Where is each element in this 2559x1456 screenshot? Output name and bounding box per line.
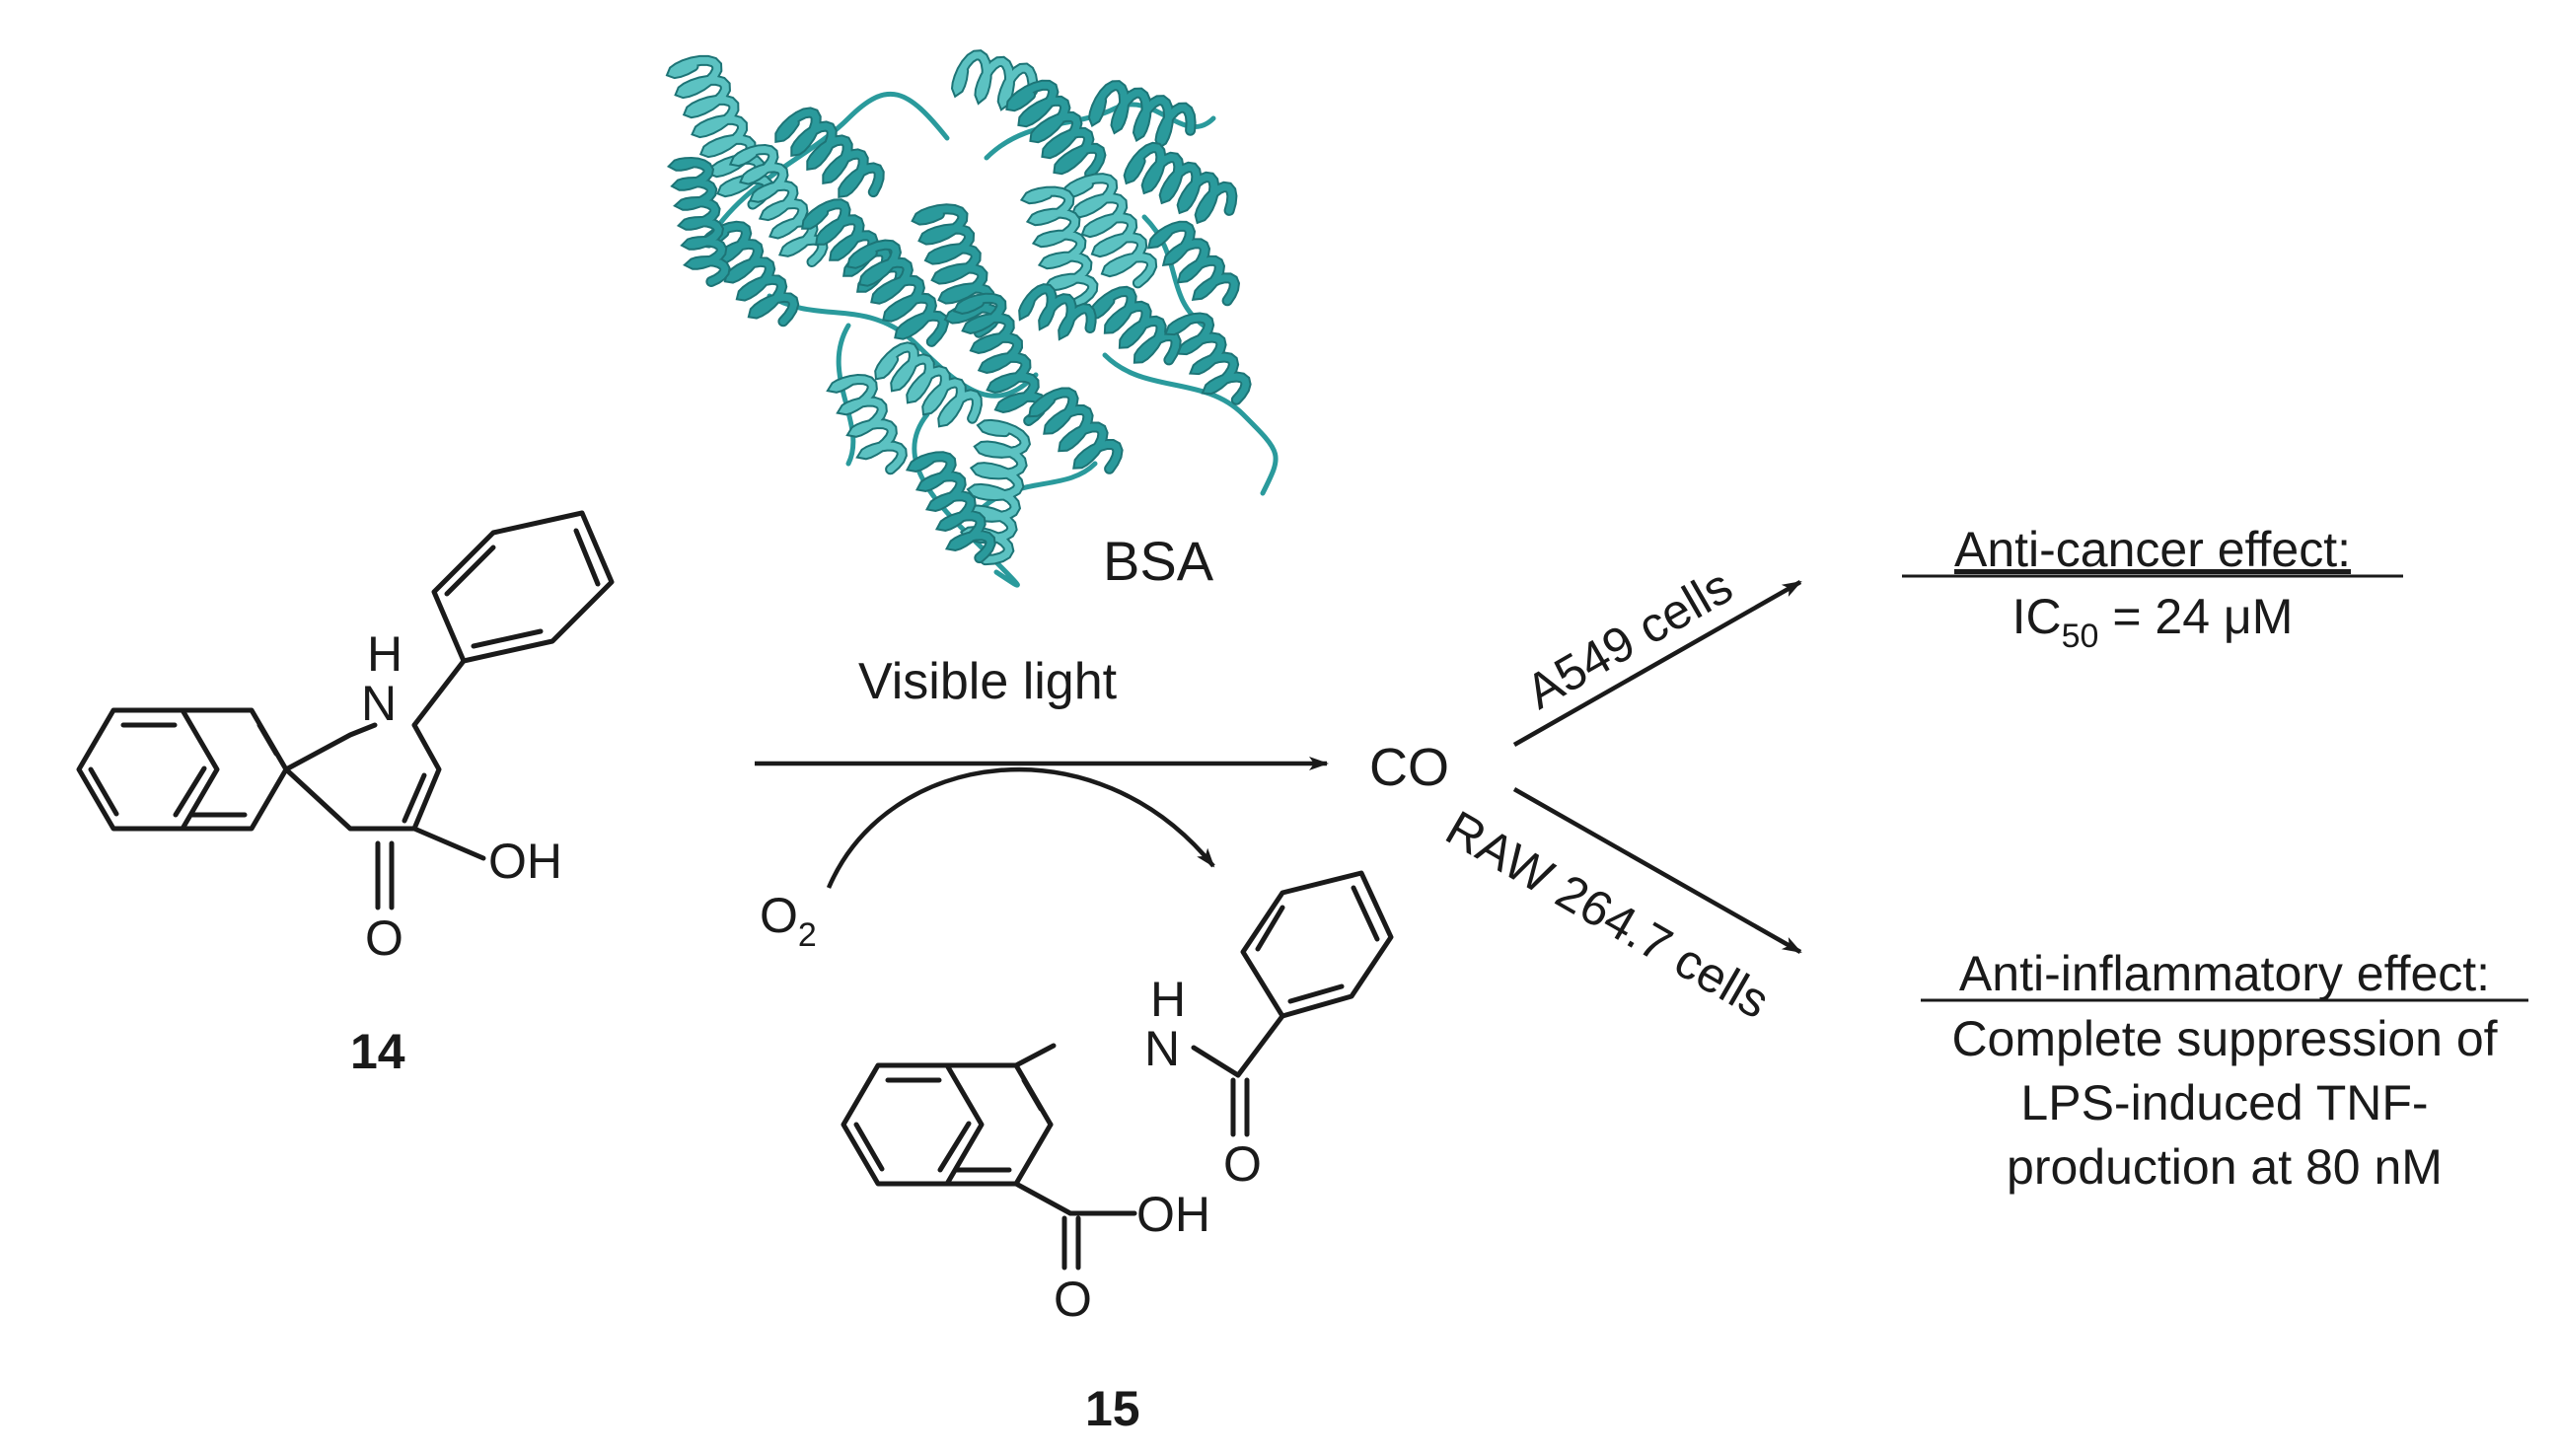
bond-ring-a <box>76 707 220 832</box>
bond-ring-b <box>180 707 289 832</box>
antiinflammatory-effect-title: Anti-inflammatory effect: <box>1959 946 2490 1001</box>
protein-helix <box>1063 175 1156 287</box>
protein-coil-strand <box>707 91 950 240</box>
bond-carbonyl <box>375 840 395 910</box>
protein-coil-strand <box>836 323 856 467</box>
raw-264-7-cells-label: RAW 264.7 cells <box>1437 800 1779 1029</box>
protein-helix <box>914 205 999 336</box>
compound-15-acid-o: O <box>1054 1272 1092 1327</box>
compound-14-carbonyl-o: O <box>365 910 403 966</box>
bond-amide-chain <box>1191 1013 1285 1078</box>
bond-amide-carbonyl <box>1230 1077 1250 1137</box>
protein-helix <box>876 343 981 426</box>
protein-coil-strands <box>707 91 1279 588</box>
protein-helix <box>1125 143 1236 222</box>
bond-c-phenyl <box>411 658 467 728</box>
bond-benzoyl-double <box>1255 885 1380 1004</box>
anticancer-effect-title: Anti-cancer effect: <box>1954 522 2351 577</box>
compound-15-nh-n: N <box>1144 1021 1180 1076</box>
protein-helix <box>1007 81 1105 178</box>
protein-helix <box>702 222 798 326</box>
bond-phenyl-double <box>444 528 601 649</box>
bond-c-nh <box>1013 1043 1057 1068</box>
reaction-condition-label: Visible light <box>858 653 1118 710</box>
protein-helix <box>1020 285 1095 338</box>
protein-helix <box>1030 389 1122 473</box>
compound-15-number: 15 <box>1085 1381 1140 1436</box>
protein-helix <box>731 145 827 265</box>
bond-benzoyl-ring <box>1240 870 1394 1019</box>
protein-helix <box>955 294 1047 424</box>
protein-helix <box>1166 314 1250 403</box>
ic50-value: IC50 = 24 μM <box>2012 589 2294 655</box>
antiinflammatory-arrow <box>1512 787 1802 954</box>
compound-15-nh-h: H <box>1150 972 1186 1027</box>
bond-phenyl-ring <box>431 510 615 664</box>
bond-naph-ring-a-double <box>853 1077 972 1173</box>
bsa-label: BSA <box>1103 530 1214 592</box>
carbon-monoxide-label: CO <box>1369 738 1449 797</box>
protein-helices <box>665 49 1252 566</box>
protein-coil-strand <box>767 293 1039 399</box>
protein-helix <box>829 375 906 473</box>
bond-ring-b-double <box>189 722 279 818</box>
protein-coil-strand <box>974 461 1098 516</box>
bond-cooh-carbonyl <box>1061 1215 1081 1271</box>
bsa-protein-structure <box>665 49 1279 588</box>
bond-ring-c-double <box>402 772 427 824</box>
oxygen-consumption-arrow <box>826 766 1215 889</box>
protein-helix <box>953 51 1037 109</box>
protein-helix <box>670 158 729 285</box>
compound-14-number: 14 <box>350 1024 405 1079</box>
effect-line-2: LPS-induced TNF- <box>2020 1075 2428 1130</box>
protein-helix <box>1090 287 1180 364</box>
bond-naph-ring-b <box>944 1062 1054 1187</box>
protein-helix <box>1089 82 1195 147</box>
anticancer-arrow <box>1512 580 1802 747</box>
protein-helix <box>909 453 994 562</box>
compound-15-acid-oh: OH <box>1136 1187 1210 1242</box>
bond-naph-ring-a <box>841 1062 985 1187</box>
a549-cells-label: A549 cells <box>1517 558 1742 720</box>
oxygen-reagent: O2 <box>760 888 817 954</box>
compound-15-structure <box>841 870 1394 1271</box>
protein-helix <box>848 241 947 345</box>
compound-14-structure <box>76 510 615 910</box>
bond-naph-ring-b-double <box>954 1077 1044 1173</box>
bond-c-cooh <box>1013 1181 1073 1216</box>
bond-c-oh <box>411 826 486 861</box>
compound-15-amide-o: O <box>1223 1136 1262 1192</box>
protein-coil-strand <box>1102 352 1279 496</box>
bond-ring-a-double <box>88 722 207 818</box>
compound-14-oh: OH <box>488 834 562 889</box>
protein-helix <box>1149 222 1238 305</box>
effect-line-3: production at 80 nM <box>2007 1139 2443 1195</box>
protein-helix <box>1022 187 1097 307</box>
compound-14-nh-h: H <box>367 626 402 682</box>
compound-14-nh-n: N <box>361 676 397 731</box>
effect-line-1: Complete suppression of <box>1951 1011 2497 1066</box>
protein-helix <box>776 109 883 196</box>
bond-ring-c <box>283 722 442 832</box>
